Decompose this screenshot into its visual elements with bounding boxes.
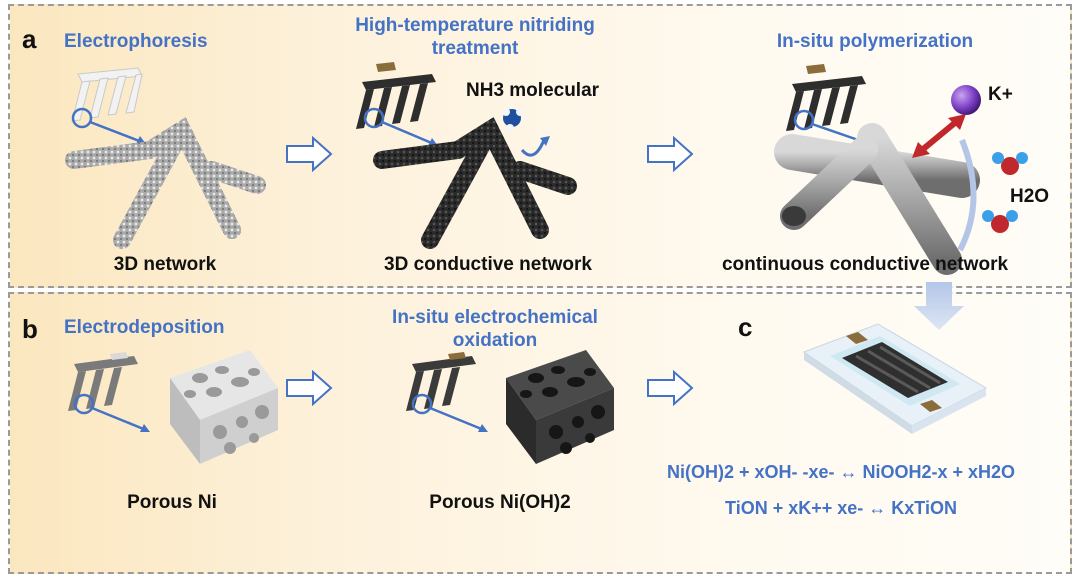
caption-3d-network: 3D network: [113, 254, 217, 275]
step-electrochemical-oxidation: In-situ electrochemical oxidation: [392, 307, 598, 351]
water-molecule-icon: [992, 152, 1028, 175]
3d-conductive-network-illustration: [373, 117, 577, 249]
porous-nioh2-block-illustration: [506, 350, 614, 464]
process-arrow-3: [286, 369, 333, 407]
water-molecule-icon-2: [982, 210, 1018, 233]
porous-ni-electrode-icon: [68, 352, 150, 432]
porous-ni-block-illustration: [170, 350, 278, 464]
panel-c-letter: c: [738, 312, 753, 342]
equation-nioh2: Ni(OH)2 + xOH- -xe- ↔ NiOOH2-x + xH2O: [666, 462, 1016, 482]
down-arrow-to-device: [914, 282, 964, 330]
process-arrow-2: [647, 135, 694, 173]
panel-b-letter: b: [22, 314, 38, 344]
3d-network-illustration: [65, 117, 266, 249]
device-illustration: [802, 323, 988, 434]
nh3-molecule-icon: [502, 108, 550, 157]
k-ion-label: K+: [988, 84, 1013, 105]
nh3-label: NH3 molecular: [466, 80, 600, 101]
polymer-coated-rods-illustration: [774, 123, 980, 275]
k-ion-exchange-arrow: [912, 114, 966, 158]
caption-porous-nioh2: Porous Ni(OH)2: [429, 492, 571, 513]
k-ion-icon: [951, 85, 981, 115]
h2o-label: H2O: [1010, 186, 1050, 207]
equation-tion: TiON + xK++ xe- ↔ KxTiON: [725, 498, 957, 518]
step-electrophoresis: Electrophoresis: [64, 31, 208, 52]
process-arrow-1: [286, 135, 333, 173]
step-nitriding: High-temperature nitriding treatment: [355, 15, 595, 59]
step-polymerization: In-situ polymerization: [776, 31, 974, 52]
caption-continuous-conductive-network: continuous conductive network: [721, 254, 1009, 275]
caption-porous-ni: Porous Ni: [127, 492, 217, 513]
black-electrode-icon: [356, 62, 438, 146]
panel-a-letter: a: [22, 24, 37, 54]
step-electrodeposition: Electrodeposition: [64, 317, 225, 338]
process-arrow-4: [647, 369, 694, 407]
porous-niohoh-electrode-icon: [406, 352, 488, 432]
caption-3d-conductive-network: 3D conductive network: [384, 254, 592, 275]
white-electrode-icon: [71, 67, 146, 144]
